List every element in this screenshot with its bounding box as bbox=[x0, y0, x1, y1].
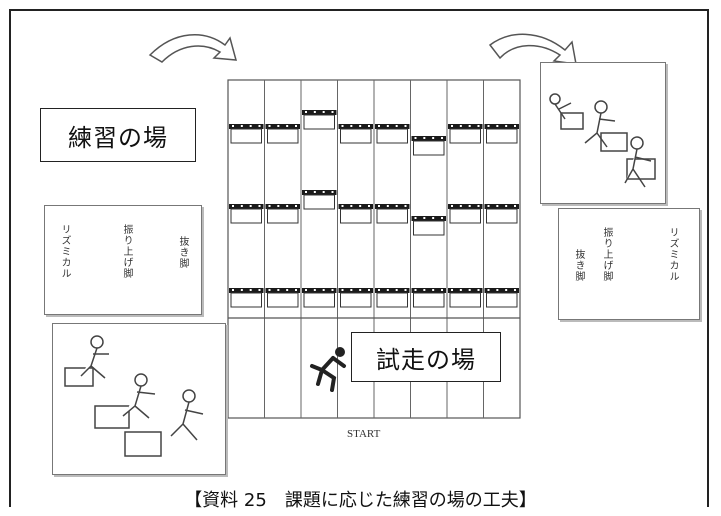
hurdle bbox=[338, 124, 373, 144]
hurdle bbox=[302, 190, 337, 210]
start-label: START bbox=[347, 428, 381, 440]
hurdler-illustration bbox=[549, 93, 656, 188]
practice-area-label: 練習の場 bbox=[40, 108, 196, 162]
hurdle bbox=[484, 204, 519, 224]
hurdle bbox=[448, 288, 483, 308]
trial-area-label: 試走の場 bbox=[351, 332, 501, 382]
hurdle bbox=[484, 124, 519, 144]
hurdle bbox=[448, 124, 483, 144]
hurdle bbox=[338, 204, 373, 224]
card-right-lead: 抜き脚 bbox=[573, 249, 584, 282]
hurdle bbox=[484, 288, 519, 308]
figure-caption: 【資料 25 課題に応じた練習の場の工夫】 bbox=[184, 490, 537, 511]
hurdle bbox=[229, 124, 264, 144]
hurdle bbox=[338, 288, 373, 308]
runner-icon bbox=[310, 347, 346, 392]
card-left-lead: 抜き脚 bbox=[177, 236, 188, 269]
hurdle bbox=[265, 204, 300, 224]
hurdle bbox=[375, 288, 410, 308]
hurdle bbox=[375, 204, 410, 224]
hurdle bbox=[265, 124, 300, 144]
form-card-left: リズミカル 振り上げ脚 抜き脚 bbox=[44, 205, 202, 315]
hurdle bbox=[229, 288, 264, 308]
hurdle bbox=[229, 204, 264, 224]
hurdles bbox=[229, 110, 519, 308]
hurdler-illustration-left bbox=[52, 323, 226, 475]
card-right-raise: 振り上げ脚 bbox=[601, 227, 612, 282]
figure-frame bbox=[9, 9, 709, 507]
hurdle bbox=[265, 288, 300, 308]
hurdler-illustration-right bbox=[540, 62, 666, 204]
hurdle bbox=[411, 288, 446, 308]
card-right-rhythmic: リズミカル bbox=[667, 227, 678, 282]
hurdle bbox=[375, 124, 410, 144]
form-card-right: 抜き脚 振り上げ脚 リズミカル bbox=[558, 208, 700, 320]
card-left-rhythmic: リズミカル bbox=[59, 224, 70, 279]
left-curved-arrow-icon bbox=[148, 34, 238, 63]
hurdle bbox=[302, 288, 337, 308]
hurdler-illustration bbox=[64, 335, 204, 457]
hurdle bbox=[411, 136, 446, 156]
hurdle bbox=[411, 216, 446, 236]
hurdle bbox=[448, 204, 483, 224]
card-left-raise: 振り上げ脚 bbox=[121, 224, 132, 279]
hurdle bbox=[302, 110, 337, 130]
